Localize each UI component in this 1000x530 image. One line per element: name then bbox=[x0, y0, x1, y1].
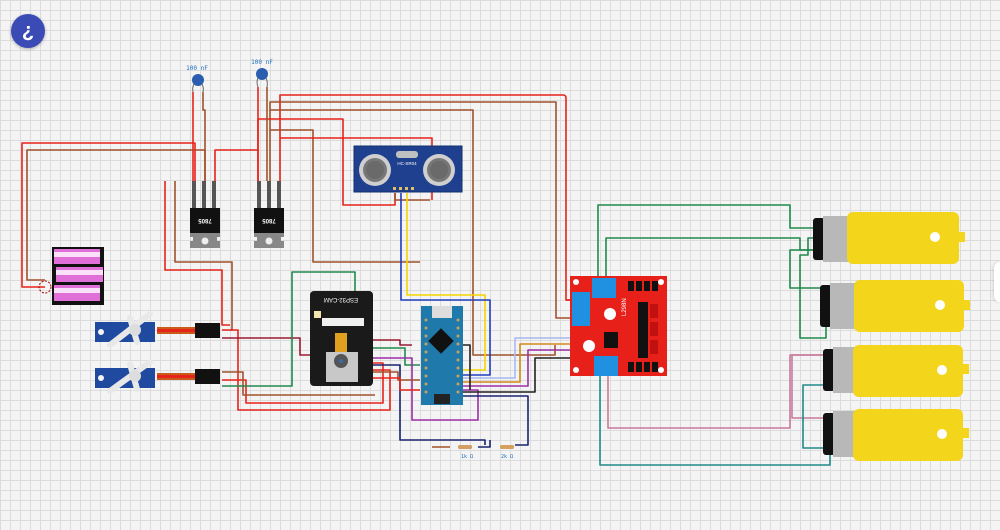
wire[interactable] bbox=[394, 193, 430, 201]
driver-label: L298N bbox=[622, 298, 628, 316]
wires bbox=[21, 87, 831, 466]
capacitor-label: 100 nF bbox=[186, 65, 208, 72]
wire[interactable] bbox=[164, 181, 230, 326]
resistor-label: 1k Ω bbox=[461, 454, 473, 460]
dc-motor-1[interactable] bbox=[813, 212, 965, 264]
wire[interactable] bbox=[462, 349, 578, 387]
wire[interactable] bbox=[599, 375, 831, 466]
resistor-2[interactable]: 2k Ω bbox=[500, 445, 514, 460]
wire[interactable] bbox=[478, 440, 491, 448]
arduino-nano[interactable] bbox=[421, 306, 463, 405]
wire[interactable] bbox=[799, 237, 827, 339]
wire[interactable] bbox=[270, 109, 556, 356]
capacitor-1[interactable]: 100 nF bbox=[186, 65, 208, 93]
wire[interactable] bbox=[21, 142, 196, 288]
wire[interactable] bbox=[462, 395, 529, 446]
wire[interactable] bbox=[279, 94, 578, 301]
battery-pack[interactable] bbox=[38, 247, 104, 305]
wire[interactable] bbox=[789, 249, 826, 289]
wire[interactable] bbox=[370, 377, 420, 391]
servo-1[interactable] bbox=[95, 311, 220, 348]
wire[interactable] bbox=[269, 101, 578, 319]
servo-2[interactable] bbox=[95, 359, 220, 394]
regulator-label: 7805 bbox=[198, 217, 212, 223]
wire[interactable] bbox=[370, 364, 486, 445]
wire[interactable] bbox=[370, 357, 479, 421]
wire[interactable] bbox=[462, 357, 578, 393]
wire[interactable] bbox=[802, 384, 826, 449]
ultrasonic-sensor[interactable]: HC-SR04 bbox=[353, 145, 463, 193]
wire[interactable] bbox=[462, 344, 471, 390]
esp32-label: ESP32-CAM bbox=[324, 296, 358, 302]
capacitor-label: 100 nF bbox=[251, 59, 273, 66]
wire[interactable] bbox=[222, 362, 384, 404]
wire[interactable] bbox=[605, 237, 818, 278]
dc-motor-2[interactable] bbox=[820, 280, 970, 332]
wire[interactable] bbox=[270, 129, 420, 263]
voltage-regulator-1[interactable]: 7805 bbox=[190, 181, 220, 248]
resistor-1[interactable]: 1k Ω bbox=[458, 445, 473, 460]
wire[interactable] bbox=[202, 92, 206, 181]
question-icon: ¿ bbox=[21, 19, 35, 42]
wire[interactable] bbox=[406, 193, 486, 371]
resistor-label: 2k Ω bbox=[501, 454, 513, 460]
wire[interactable] bbox=[370, 339, 412, 346]
wire[interactable] bbox=[597, 204, 818, 278]
help-button[interactable]: ¿ bbox=[11, 14, 45, 48]
wire[interactable] bbox=[462, 343, 578, 383]
wire[interactable] bbox=[222, 371, 375, 396]
wire[interactable] bbox=[791, 354, 826, 419]
dc-motor-3[interactable] bbox=[823, 345, 969, 397]
dc-motor-4[interactable] bbox=[823, 409, 969, 461]
regulator-label: 7805 bbox=[262, 217, 276, 223]
voltage-regulator-2[interactable]: 7805 bbox=[254, 181, 284, 248]
wire[interactable] bbox=[222, 329, 391, 411]
side-panel-handle[interactable] bbox=[994, 262, 1000, 302]
motor-driver[interactable]: L298N bbox=[570, 276, 667, 376]
wire[interactable] bbox=[462, 337, 578, 379]
sensor-label: HC-SR04 bbox=[397, 161, 417, 166]
wire[interactable] bbox=[400, 193, 491, 376]
esp32-cam[interactable]: ESP32-CAM bbox=[310, 291, 373, 386]
wire[interactable] bbox=[370, 371, 420, 381]
capacitor-2[interactable]: 100 nF bbox=[251, 59, 273, 88]
wire[interactable] bbox=[214, 149, 258, 181]
